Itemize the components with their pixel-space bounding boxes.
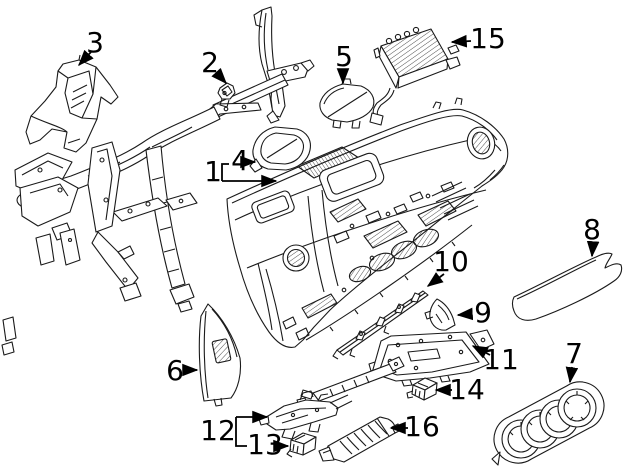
callout-label-16: 16 xyxy=(404,410,440,443)
leader-3 xyxy=(78,49,94,67)
part-1-drawing xyxy=(226,97,509,348)
callout-label-5: 5 xyxy=(335,40,353,73)
leader-11 xyxy=(471,345,491,359)
leader-2 xyxy=(211,67,227,85)
callout-label-10: 10 xyxy=(433,245,469,278)
callout-label-3: 3 xyxy=(86,26,104,59)
frame-carrier-drawing xyxy=(1,6,315,356)
part-15-drawing xyxy=(369,26,461,126)
callout-label-12: 12 xyxy=(200,414,236,447)
leader-10 xyxy=(426,272,445,287)
leader-1-bracket xyxy=(221,163,229,181)
callout-label-7: 7 xyxy=(565,337,583,370)
part-11-drawing xyxy=(368,329,495,387)
leader-12-bracket xyxy=(235,417,247,447)
part-9-drawing xyxy=(424,298,456,331)
part-13-drawing xyxy=(286,432,317,458)
part-7-drawing xyxy=(491,381,605,466)
callout-label-9: 9 xyxy=(474,296,492,329)
part-4-drawing xyxy=(249,126,311,173)
callout-label-2: 2 xyxy=(201,46,219,79)
part-3-drawing xyxy=(25,54,119,153)
callout-label-15: 15 xyxy=(470,22,506,55)
part-16-drawing xyxy=(318,416,402,463)
leader-lines xyxy=(78,34,600,453)
callout-label-11: 11 xyxy=(483,343,519,376)
leader-7 xyxy=(565,366,579,384)
callout-label-13: 13 xyxy=(247,428,283,461)
part-2-drawing xyxy=(217,82,236,108)
callout-label-1: 1 xyxy=(204,155,222,188)
leader-8 xyxy=(586,240,600,258)
part-14-drawing xyxy=(406,377,438,401)
part-10-drawing xyxy=(332,290,429,360)
part-8-drawing xyxy=(511,252,623,321)
callout-label-4: 4 xyxy=(231,144,249,177)
callout-label-6: 6 xyxy=(166,354,184,387)
leader-9 xyxy=(456,307,474,321)
part-6-drawing xyxy=(198,303,242,407)
part-5-drawing xyxy=(319,78,375,129)
leader-15 xyxy=(450,34,472,48)
callout-label-14: 14 xyxy=(449,373,485,406)
callout-label-8: 8 xyxy=(583,213,601,246)
